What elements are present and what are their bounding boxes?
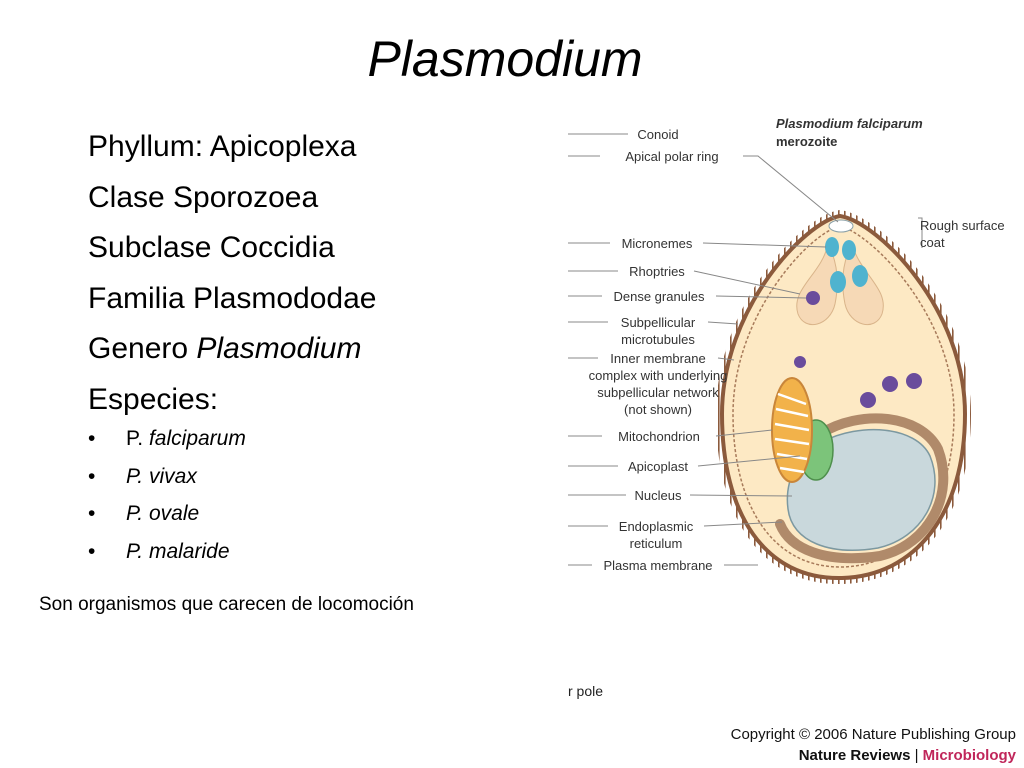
label-er-1: Endoplasmic: [619, 519, 694, 534]
classification-class: Clase Sporozoea: [88, 180, 319, 214]
list-item: • P. vivax: [88, 458, 246, 496]
label-inner-1: Inner membrane: [610, 351, 705, 366]
dense-granule-shape: [906, 373, 922, 389]
species-name: P. vivax: [126, 464, 197, 488]
species-name: P. ovale: [126, 502, 200, 526]
list-item: • P. falciparum: [88, 420, 246, 458]
label-conoid: Conoid: [637, 127, 678, 142]
copyright-block: Copyright © 2006 Nature Publishing Group…: [731, 724, 1016, 766]
species-name: falciparum: [148, 427, 246, 450]
journal-separator: |: [910, 747, 923, 764]
classification-list: Phyllum: Apicoplexa Clase Sporozoea Subc…: [88, 122, 376, 425]
list-item: • P. malaride: [88, 533, 246, 571]
label-apical-ring: Apical polar ring: [625, 149, 718, 164]
diagram-heading-2: merozoite: [776, 134, 837, 149]
conoid-shape: [828, 219, 854, 233]
micronemes-shape: [825, 237, 839, 257]
bullet: •: [88, 427, 96, 450]
pole-label: r pole: [568, 683, 604, 699]
label-inner-2: complex with underlying: [589, 368, 728, 383]
micronemes-shape: [842, 240, 856, 260]
mitochondrion-cristae: [774, 392, 810, 474]
dense-granule-shape: [806, 291, 820, 305]
inner-membrane-shape: [732, 225, 955, 568]
bullet: •: [88, 502, 96, 526]
journal-line: Nature Reviews | Microbiology: [731, 745, 1016, 766]
label-rhoptries: Rhoptries: [629, 264, 685, 279]
journal-section: Microbiology: [922, 747, 1016, 764]
bullet: •: [88, 540, 96, 564]
label-apicoplast: Apicoplast: [628, 459, 688, 474]
genus-name: Plasmodium: [196, 332, 362, 365]
label-nucleus: Nucleus: [635, 488, 682, 503]
micronemes-shape: [852, 265, 868, 287]
label-dense-granules: Dense granules: [613, 289, 705, 304]
label-rough-1: Rough surface: [920, 218, 1005, 233]
label-rough-2: coat: [920, 235, 945, 250]
slide-title: Plasmodium: [367, 31, 643, 87]
list-item: • P. ovale: [88, 495, 246, 533]
diagram-heading-1: Plasmodium falciparum: [776, 116, 923, 131]
label-er-2: reticulum: [630, 536, 683, 551]
micronemes-shape: [830, 271, 846, 293]
classification-genus: Genero Plasmodium: [88, 324, 376, 375]
label-mitochondrion: Mitochondrion: [618, 429, 700, 444]
classification-family: Familia Plasmododae: [88, 281, 377, 315]
bullet: •: [88, 464, 96, 488]
label-lines: [568, 133, 923, 566]
dense-granule-shape: [882, 376, 898, 392]
label-plasma-membrane: Plasma membrane: [603, 558, 712, 573]
species-prefix: P.: [126, 427, 149, 450]
label-subpellicular-1: Subpellicular: [621, 315, 696, 330]
footnote: Son organismos que carecen de locomoción: [39, 594, 414, 615]
classification-phylum: Phyllum: Apicoplexa: [88, 130, 357, 163]
journal-name: Nature Reviews: [798, 747, 911, 764]
merozoite-diagram: Conoid Apical polar ring Micronemes Rhop…: [560, 104, 1020, 604]
species-name: P. malaride: [126, 540, 230, 564]
merozoite-svg: Conoid Apical polar ring Micronemes Rhop…: [568, 116, 1005, 585]
classification-species-heading: Especies:: [88, 382, 219, 416]
label-inner-3: subpellicular network: [597, 385, 719, 400]
classification-subclass: Subclase Coccidia: [88, 231, 335, 264]
genus-prefix: Genero: [88, 332, 197, 365]
label-micronemes: Micronemes: [622, 236, 693, 251]
dense-granule-shape: [794, 356, 806, 368]
species-list: • P. falciparum • P. vivax • P. ovale • P. m…: [88, 420, 246, 571]
dense-granule-shape: [860, 392, 876, 408]
label-subpellicular-2: microtubules: [621, 332, 695, 347]
copyright-line: Copyright © 2006 Nature Publishing Group: [730, 726, 1016, 743]
label-inner-4: (not shown): [624, 402, 692, 417]
er-shape: [775, 413, 949, 564]
